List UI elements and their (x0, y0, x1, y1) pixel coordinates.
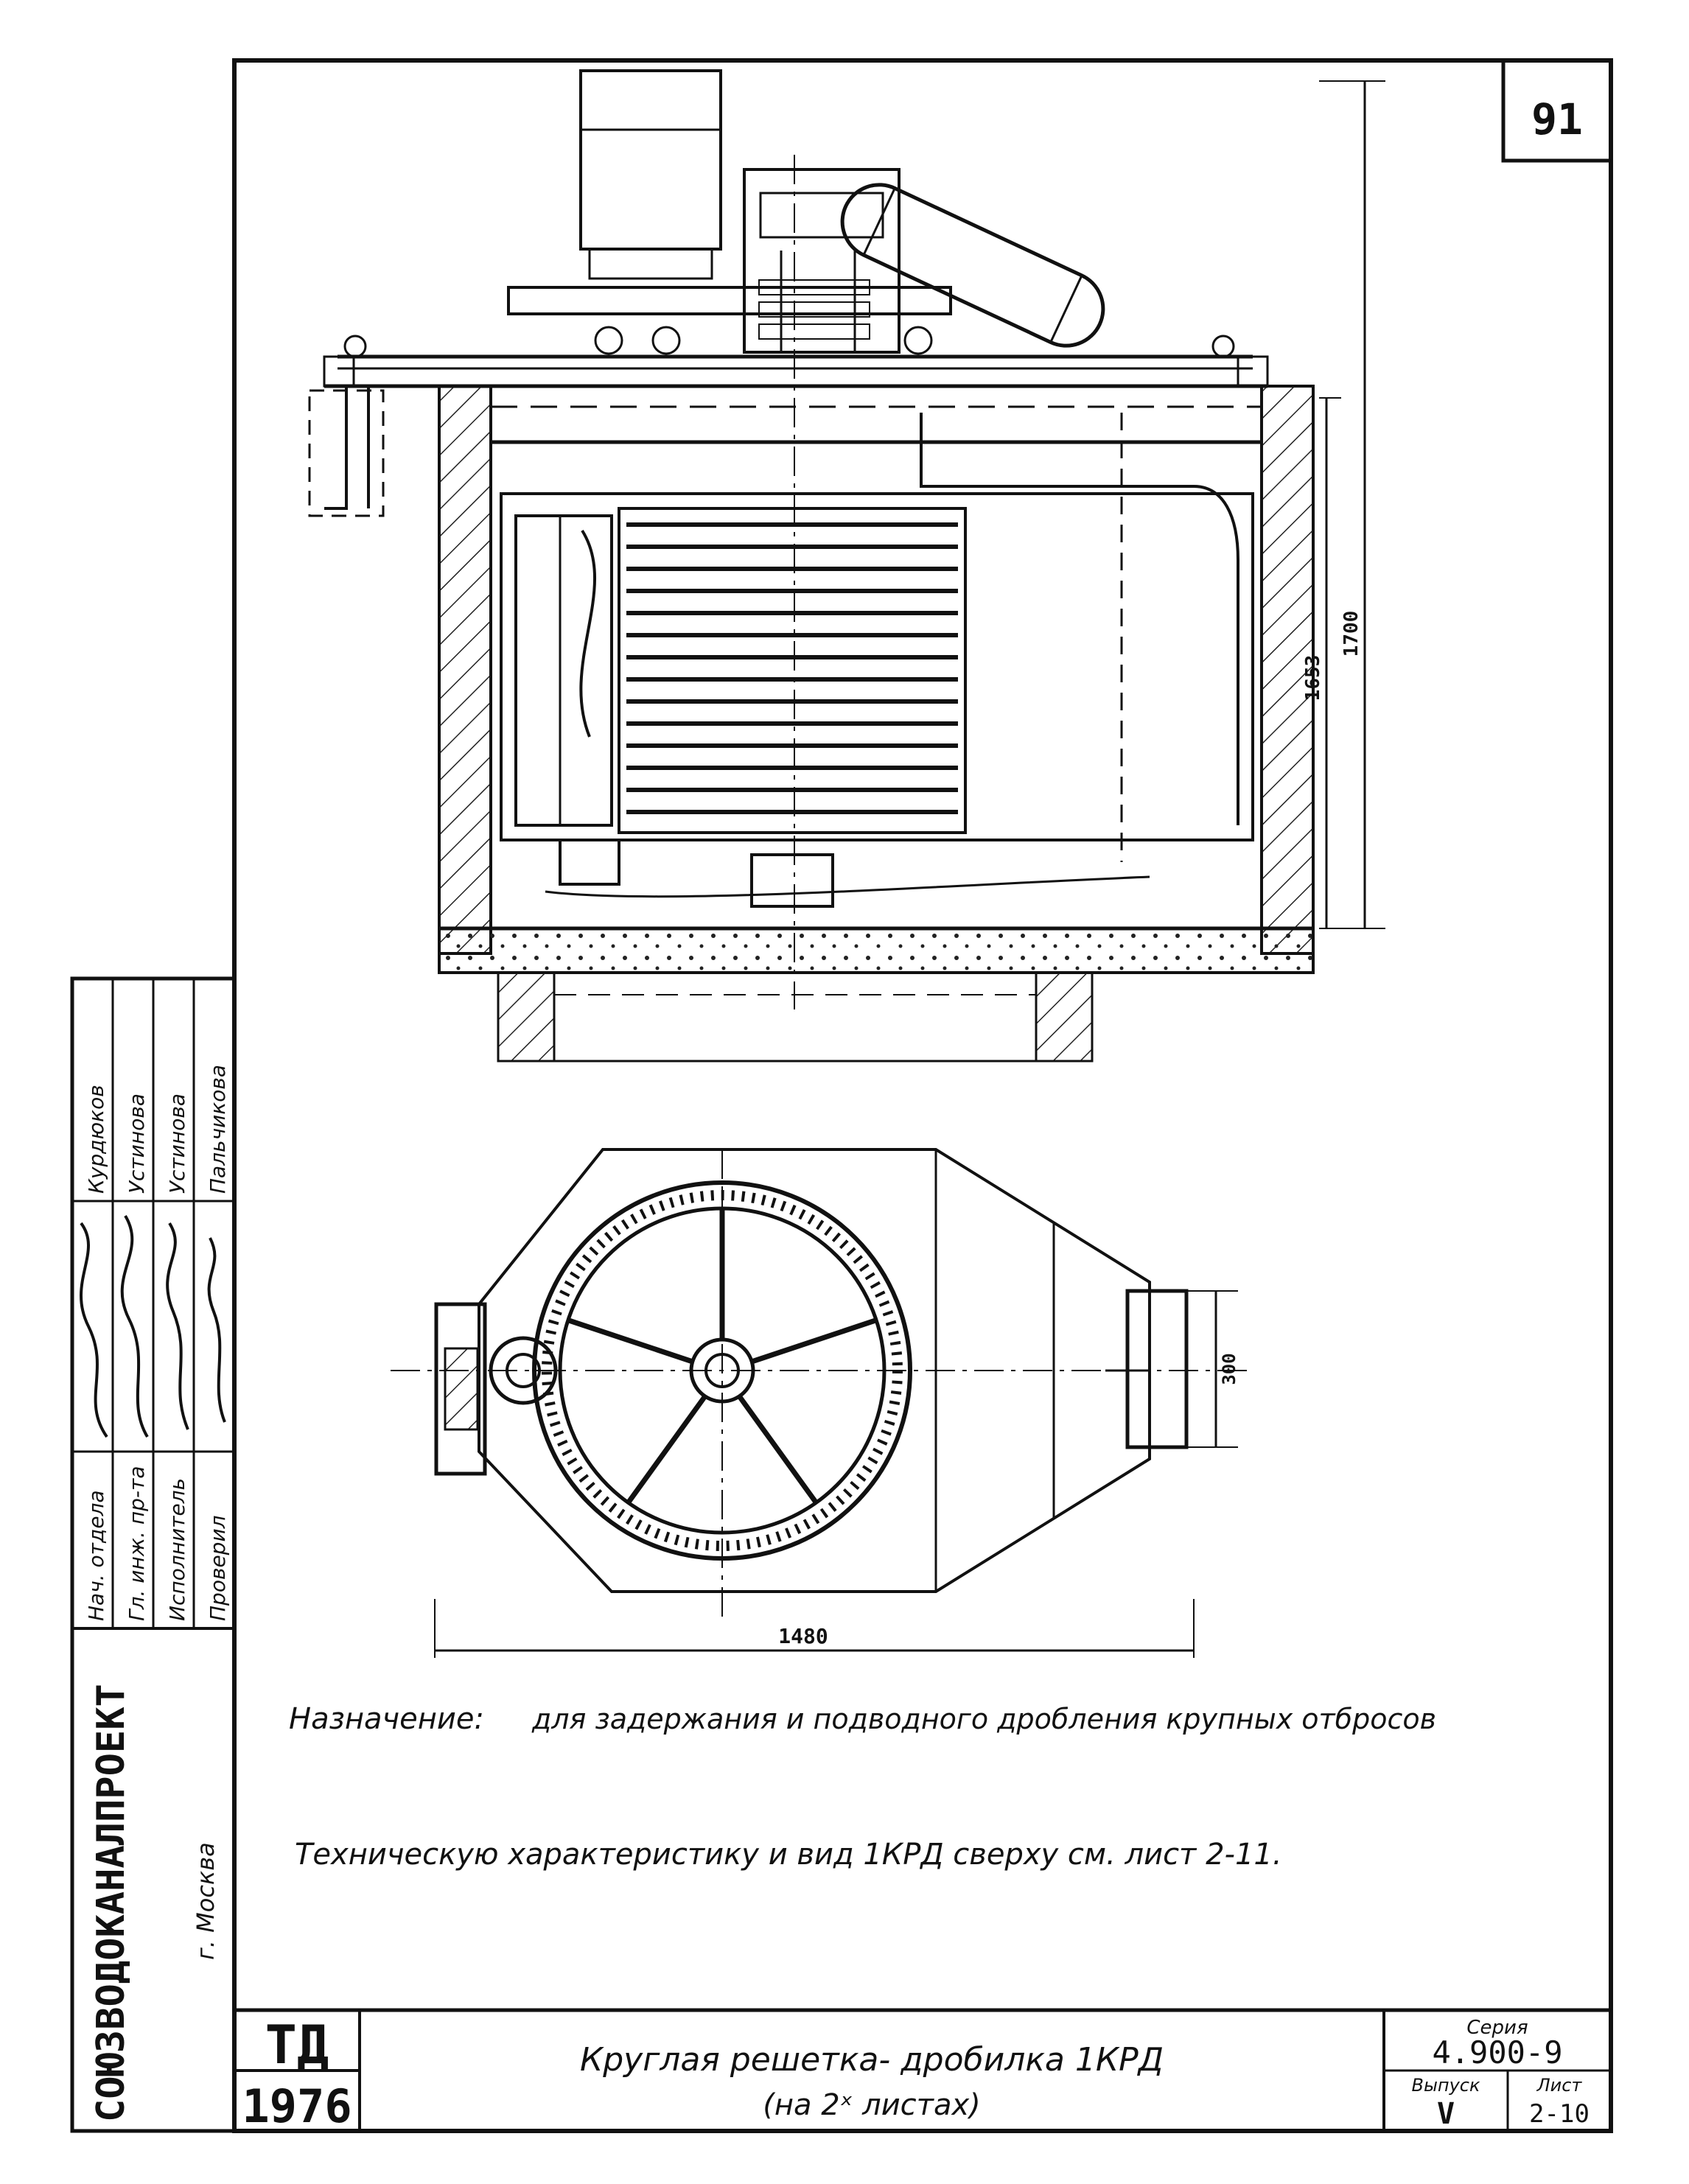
role-chief-engineer: Гл. инж. пр-та (125, 1466, 149, 1621)
series-value: 4.900-9 (1432, 2034, 1562, 2071)
motor (579, 69, 722, 251)
org-city: г. Москва (192, 1842, 220, 1960)
role-checker: Проверил (206, 1515, 230, 1621)
sheet-mark: 91 (1531, 94, 1583, 144)
gearbox (743, 168, 901, 354)
org-stamp: СОЮЗВОДОКАНАЛПРОЕКТ г. Москва Нач. отдел… (70, 976, 237, 2133)
dim-plan-width: 1480 (778, 1624, 828, 1648)
signature-2 (120, 1214, 149, 1438)
role-head-of-department: Нач. отдела (84, 1490, 108, 1621)
sheet-frame (232, 58, 1613, 2133)
dim-outlet-width: 300 (1219, 1353, 1239, 1385)
name-executor: Устинова (165, 1093, 189, 1194)
drawing-title: Круглая решетка- дробилка 1КРД (580, 2041, 1164, 2079)
pit-floor (438, 927, 1315, 974)
sheet-mark-box: 91 (1501, 60, 1611, 163)
purpose-text: для задержания и подводного дробления кр… (531, 1703, 1436, 1735)
role-executor: Исполнитель (165, 1478, 189, 1621)
plan-view: 300 1480 (391, 1148, 1253, 1658)
signature-3 (166, 1222, 189, 1430)
name-checker: Пальчикова (206, 1065, 230, 1194)
td-mark: ТД (265, 2014, 329, 2076)
drawing-subtitle: (на 2ˣ листах) (763, 2088, 981, 2122)
drum-housing (500, 492, 1254, 841)
series-label: Серия (1466, 2017, 1528, 2039)
dim-height-pit: 1653 (1302, 655, 1324, 701)
purpose-label: Назначение: (289, 1702, 484, 1736)
name-head-of-department: Курдюков (84, 1085, 108, 1194)
right-wall (1260, 385, 1315, 955)
outlet-box (1125, 1289, 1189, 1449)
sheet-value: 2-10 (1529, 2099, 1590, 2129)
elevation-view: 1700 1653 (308, 69, 1385, 1063)
drum-ring-outer (532, 1180, 912, 1561)
signature-4 (207, 1237, 226, 1423)
title-block: ТД 1976 Круглая решетка- дробилка 1КРД (… (234, 2008, 1611, 2133)
issue-value: V (1437, 2097, 1455, 2131)
drum-bars (618, 507, 967, 834)
cutter-column (514, 514, 613, 827)
cutter-plan (489, 1336, 558, 1405)
inclined-tank (840, 183, 1105, 348)
signature-1 (80, 1222, 108, 1438)
reference-note: Техническую характеристику и вид 1КРД св… (295, 1838, 1282, 1872)
issue-label: Выпуск (1412, 2075, 1481, 2096)
left-wall (438, 385, 492, 955)
notes: Назначение: для задержания и подводного … (289, 1702, 1436, 1872)
name-chief-engineer: Устинова (125, 1093, 149, 1194)
org-name: СОЮЗВОДОКАНАЛПРОЕКТ (89, 1684, 133, 2122)
year: 1976 (242, 2079, 352, 2133)
spokes (567, 1208, 877, 1505)
sheet-label: Лист (1536, 2075, 1583, 2096)
dim-height-total: 1700 (1340, 611, 1363, 657)
